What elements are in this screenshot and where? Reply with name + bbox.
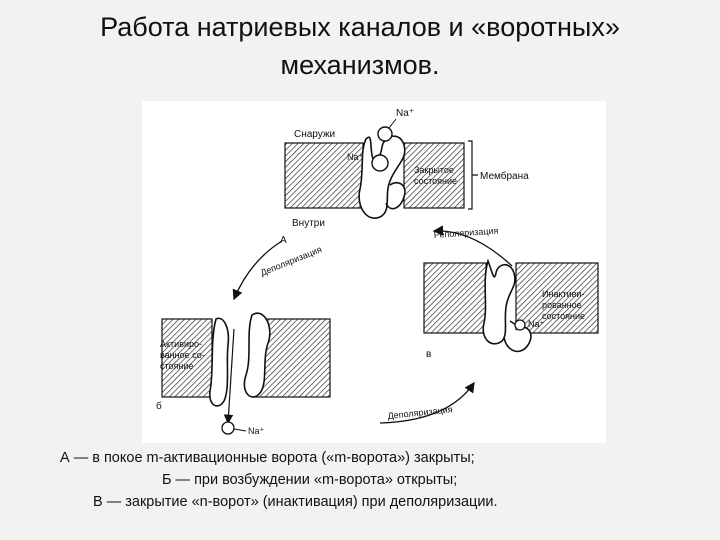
- na-bottom-pointer: [233, 428, 247, 432]
- panel-v: Инактиви- рованное состояние Na⁺ в: [423, 258, 599, 360]
- slide-title-line-2: механизмов.: [280, 50, 440, 80]
- arrow-depolarization-top: [232, 240, 283, 301]
- membrane-left-v: [423, 262, 487, 334]
- panel-a: Na⁺ Снаружи Na⁺ Закрытое состояние Мембр…: [280, 108, 529, 246]
- label-na-inactivated: Na⁺: [528, 319, 545, 329]
- membrane-left-a: [284, 142, 364, 209]
- label-activated-state-3: стояние: [160, 361, 193, 371]
- membrane-bracket: [468, 140, 478, 210]
- sodium-ion-channel: [371, 154, 389, 172]
- label-inactivated-state-1: Инактиви-: [542, 289, 584, 299]
- label-na-bottom: Na⁺: [248, 426, 265, 436]
- sodium-ion-top: [377, 126, 393, 142]
- label-letter-v: в: [426, 349, 431, 360]
- membrane-left-b: [161, 318, 213, 398]
- channel-protein-b-left: [208, 317, 230, 407]
- caption-line-3: В — закрытие «n-ворот» (инактивация) при…: [93, 494, 498, 510]
- membrane-right-a: [403, 142, 465, 209]
- label-letter-b: б: [156, 400, 162, 412]
- sodium-ion-inactivated: [514, 319, 526, 331]
- label-activated-state-1: Активиро-: [160, 339, 202, 349]
- sodium-flow-arrow: [223, 328, 235, 425]
- label-letter-a: А: [280, 235, 287, 246]
- label-repolarization: Реполяризация: [433, 226, 498, 240]
- label-closed-state-1: Закрытое: [414, 165, 454, 175]
- caption-line-1: А — в покое m-активационные ворота («m-в…: [60, 450, 475, 466]
- sodium-channel-figure: Na⁺ Снаружи Na⁺ Закрытое состояние Мембр…: [142, 101, 606, 443]
- label-closed-state-2: состояние: [414, 176, 457, 186]
- label-outside: Снаружи: [294, 129, 335, 140]
- label-inside: Внутри: [292, 218, 325, 229]
- panel-b: Активиро- ванное со- стояние б Na⁺: [156, 312, 331, 436]
- slide-title: Работа натриевых каналов и «воротных» ме…: [0, 8, 720, 84]
- na-top-pointer: [388, 118, 397, 129]
- label-na-channel: Na⁺: [347, 152, 364, 162]
- label-na-top: Na⁺: [396, 108, 414, 119]
- channel-protein-a: [358, 135, 406, 219]
- caption-line-2: Б — при возбуждении «m-ворота» открыты;: [162, 472, 458, 488]
- sodium-channel-diagram: Na⁺ Снаружи Na⁺ Закрытое состояние Мембр…: [156, 108, 599, 436]
- label-depolarization-top: Деполяризация: [259, 244, 323, 278]
- label-inactivated-state-2: рованное: [542, 300, 582, 310]
- arrow-repolarization: [432, 225, 513, 267]
- arrow-depolarization-bottom: [379, 381, 475, 424]
- label-membrane: Мембрана: [480, 170, 529, 182]
- sodium-ion-bottom: [221, 421, 235, 435]
- membrane-right-v: [515, 262, 599, 334]
- slide-title-line-1: Работа натриевых каналов и «воротных»: [100, 12, 620, 42]
- label-activated-state-2: ванное со-: [160, 350, 205, 360]
- label-inactivated-state-3: состояние: [542, 311, 585, 321]
- channel-protein-b-right: [243, 312, 271, 398]
